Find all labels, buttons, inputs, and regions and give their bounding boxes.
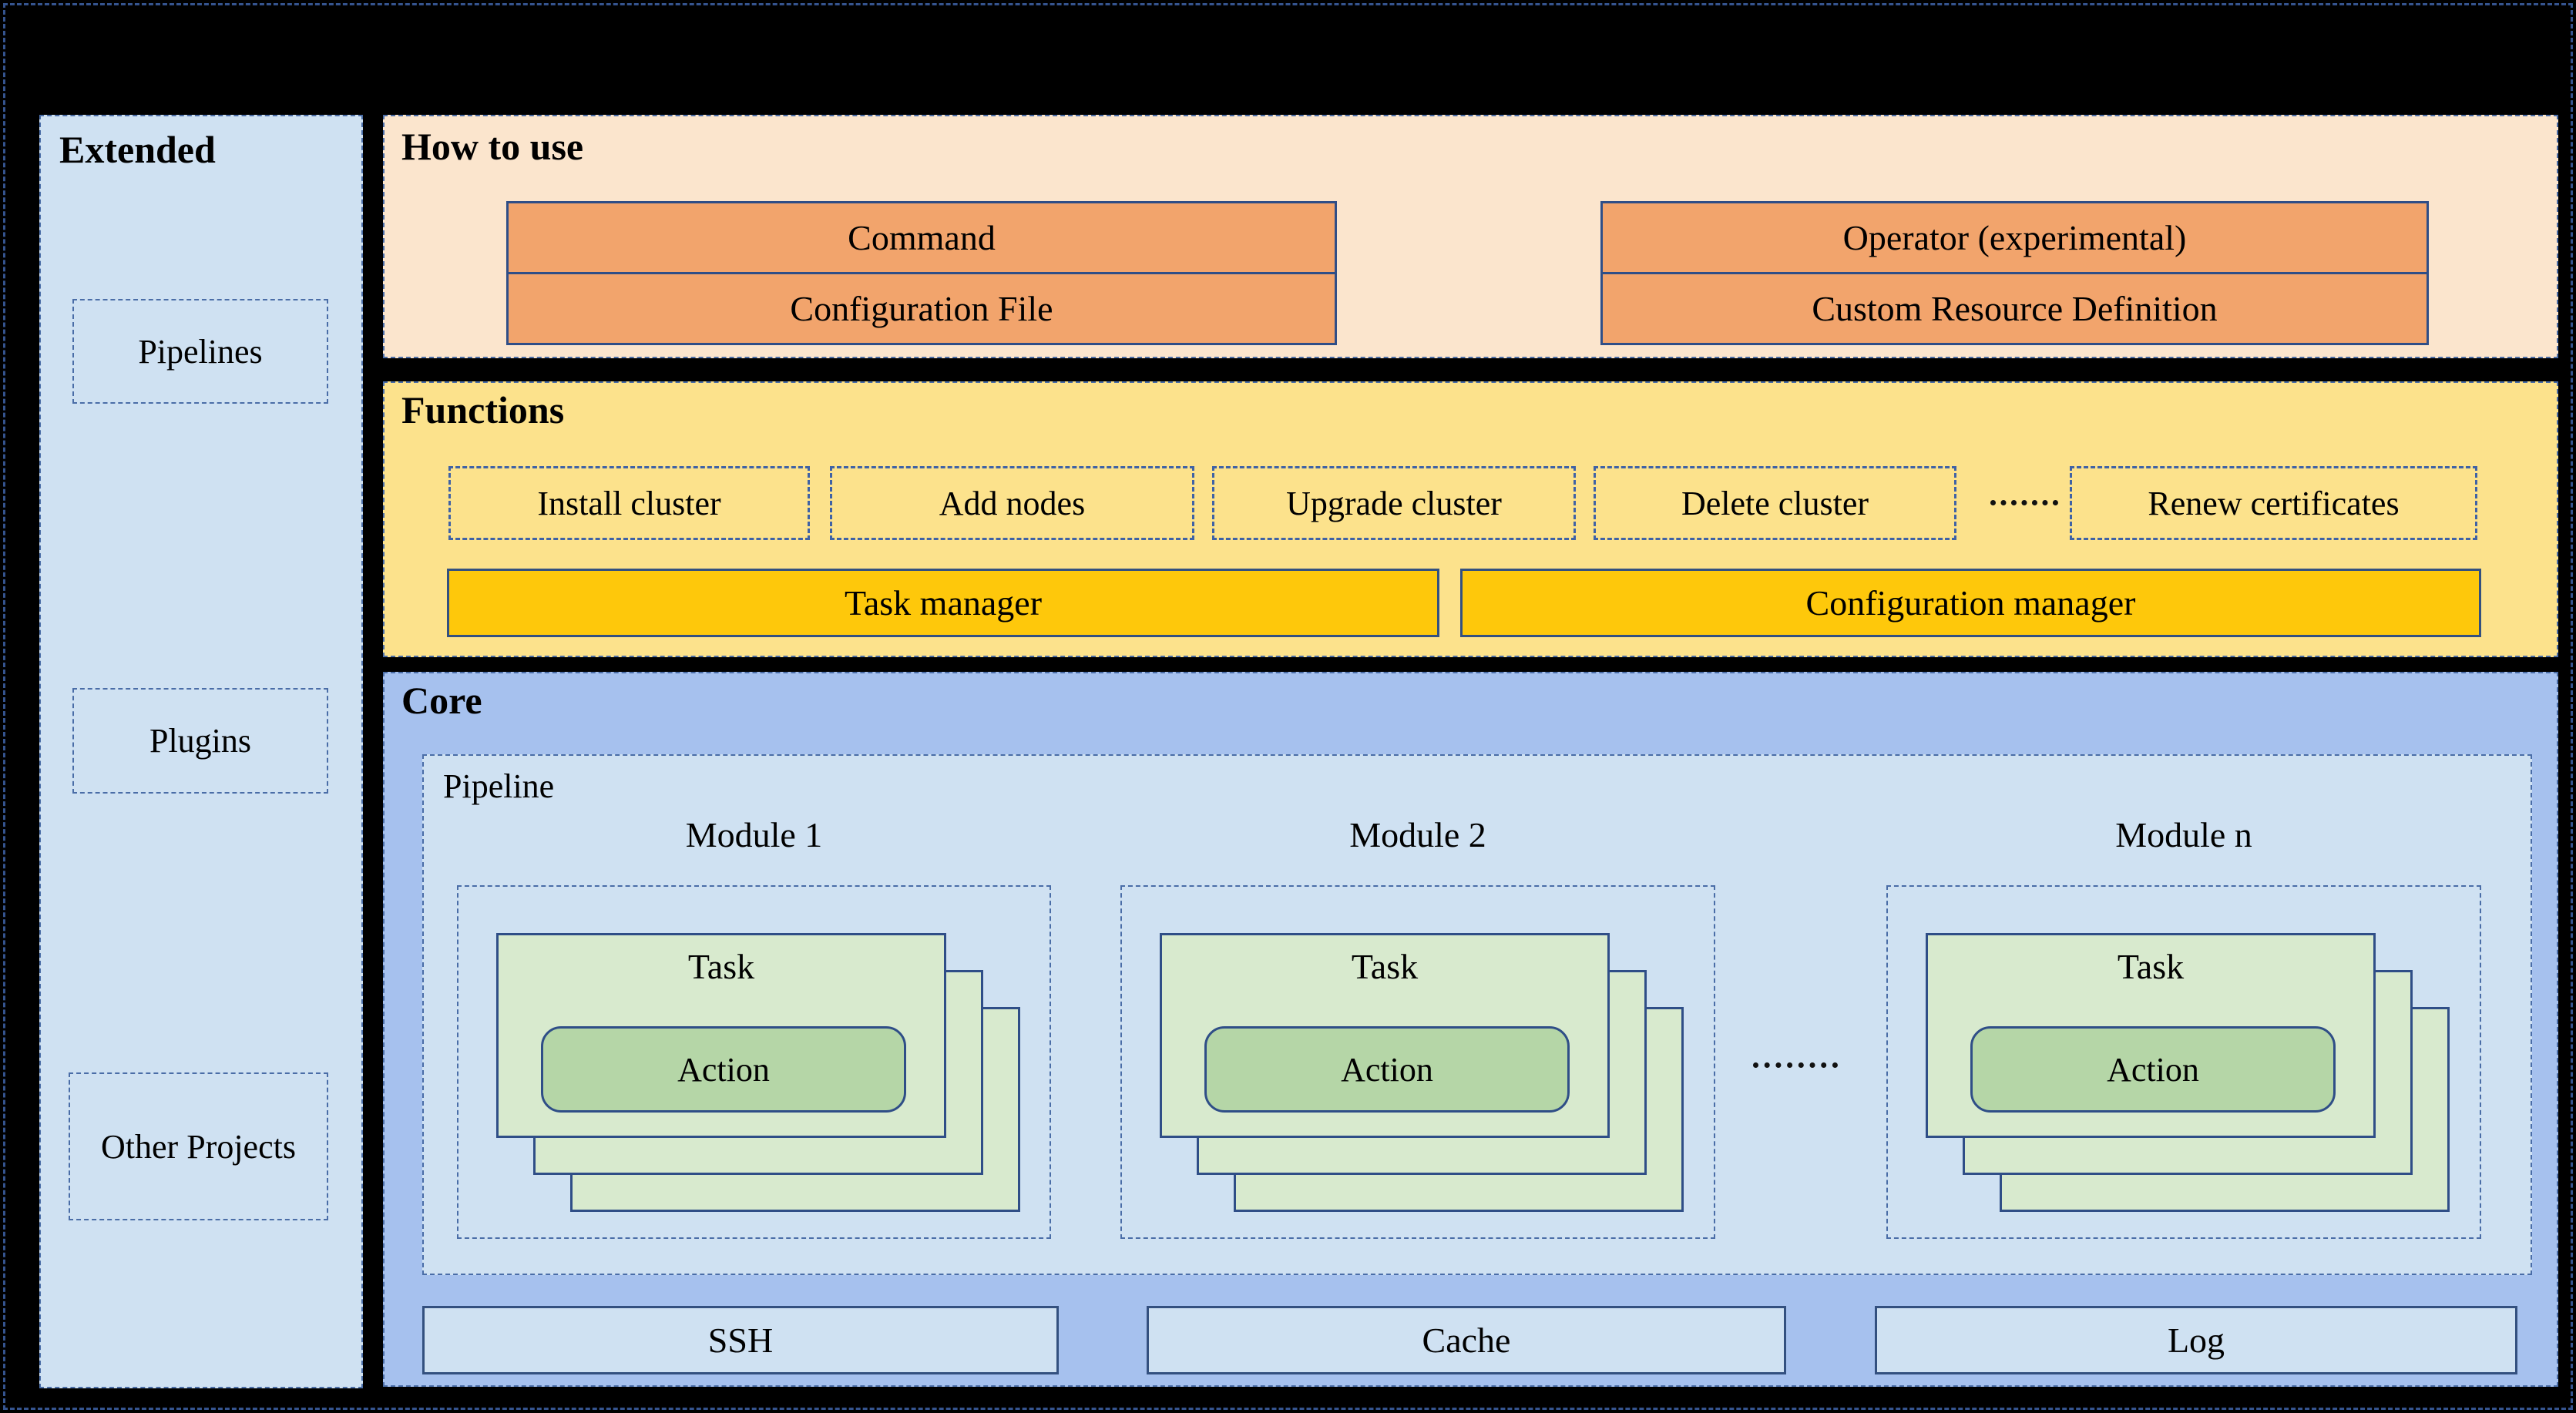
core-panel: Core Pipeline Module 1 Module 2 Module n…: [383, 672, 2558, 1387]
core-title: Core: [401, 679, 482, 722]
module-2-label: Module 2: [1349, 815, 1486, 854]
module-n-box: Task Action: [1886, 885, 2481, 1239]
custom-resource-definition-box: Custom Resource Definition: [1600, 272, 2429, 345]
modules-ellipsis-dots: [1753, 1062, 1838, 1068]
how-to-use-panel: How to use Command Configuration File Op…: [383, 115, 2558, 358]
functions-panel: Functions Install cluster Add nodes Upgr…: [383, 381, 2558, 657]
configuration-manager-box: Configuration manager: [1460, 569, 2481, 637]
pipeline-title: Pipeline: [443, 767, 555, 805]
how-to-use-title: How to use: [401, 125, 584, 168]
task-card: Task Action: [496, 933, 946, 1138]
function-install-cluster: Install cluster: [448, 466, 810, 540]
operator-stack: Operator (experimental) Custom Resource …: [1600, 201, 2429, 345]
module-1-box: Task Action: [457, 885, 1051, 1239]
log-box: Log: [1875, 1306, 2517, 1374]
extended-panel: Extended Pipelines Plugins Other Project…: [39, 115, 363, 1388]
sidebar-item-other-projects: Other Projects: [69, 1072, 328, 1220]
command-stack: Command Configuration File: [506, 201, 1337, 345]
function-delete-cluster: Delete cluster: [1594, 466, 1956, 540]
command-box: Command: [506, 201, 1337, 274]
pipeline-box: Pipeline Module 1 Module 2 Module n Task…: [422, 754, 2532, 1275]
configuration-file-box: Configuration File: [506, 272, 1337, 345]
extended-title: Extended: [59, 128, 216, 171]
function-upgrade-cluster: Upgrade cluster: [1212, 466, 1576, 540]
action-box: Action: [1970, 1026, 2336, 1113]
task-manager-box: Task manager: [447, 569, 1439, 637]
task-card: Task Action: [1160, 933, 1610, 1138]
sidebar-item-pipelines: Pipelines: [72, 299, 328, 404]
module-1-label: Module 1: [685, 815, 823, 854]
task-label: Task: [2117, 947, 2185, 986]
functions-ellipsis-dots: [1990, 500, 2058, 505]
task-label: Task: [687, 947, 755, 986]
action-box: Action: [1204, 1026, 1570, 1113]
cache-box: Cache: [1147, 1306, 1786, 1374]
module-n-label: Module n: [2115, 815, 2252, 854]
operator-box: Operator (experimental): [1600, 201, 2429, 274]
function-add-nodes: Add nodes: [830, 466, 1194, 540]
task-card: Task Action: [1926, 933, 2376, 1138]
functions-title: Functions: [401, 388, 565, 431]
ssh-box: SSH: [422, 1306, 1059, 1374]
action-box: Action: [541, 1026, 906, 1113]
sidebar-item-plugins: Plugins: [72, 688, 328, 794]
function-renew-certificates: Renew certificates: [2070, 466, 2477, 540]
module-2-box: Task Action: [1120, 885, 1715, 1239]
task-label: Task: [1351, 947, 1419, 986]
